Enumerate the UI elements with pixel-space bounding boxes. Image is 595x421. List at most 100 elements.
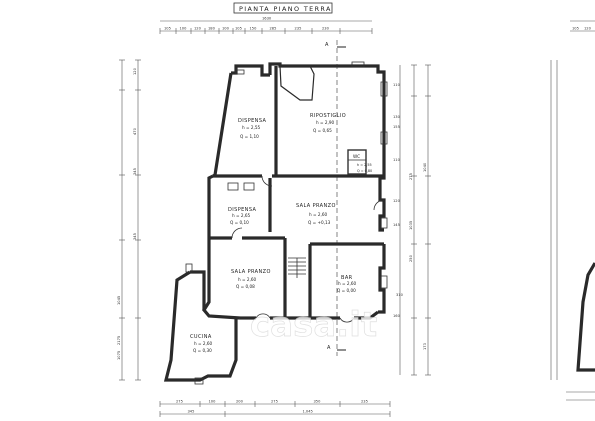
left-dim-label: 470 bbox=[133, 127, 137, 135]
window-4 bbox=[380, 275, 388, 289]
window-10 bbox=[185, 263, 193, 273]
doors bbox=[231, 175, 385, 323]
left-dim-label: 2175 bbox=[117, 336, 121, 345]
top-dim-label: 100 bbox=[222, 27, 230, 31]
wall-dispensa-left bbox=[212, 72, 233, 178]
right-dim-label: 275 bbox=[409, 173, 413, 180]
room-ripostiglio-q: Q = 0,65 bbox=[313, 128, 332, 133]
ripostiglio-alcove bbox=[279, 65, 315, 101]
bottom-dim-label: 100 bbox=[209, 400, 217, 404]
bottom-dim-label: 345 bbox=[188, 410, 195, 414]
room-dispensa-1-name: DISPENSA bbox=[238, 118, 266, 124]
right-dim-label: 145 bbox=[393, 223, 400, 227]
window-1 bbox=[380, 81, 388, 97]
right-dim-label: 120 bbox=[393, 199, 401, 203]
bottom-dim-label: 200 bbox=[236, 400, 244, 404]
building-walls bbox=[163, 62, 386, 382]
door-arc-2 bbox=[261, 175, 273, 187]
bottom-dims-group: 275 100 200 275 350 235 345 1.045 bbox=[159, 400, 391, 417]
right-dim-label: 310 bbox=[396, 293, 404, 297]
right-dim-label: 250 bbox=[409, 254, 413, 262]
room-ripostiglio-h: h = 2,90 bbox=[316, 120, 334, 125]
room-sala-pranzo-2-q: Q = 0,08 bbox=[236, 284, 255, 289]
top-dim-label: 235 bbox=[295, 27, 302, 31]
room-bar-q: Q = 0,00 bbox=[337, 288, 356, 293]
right-dim-label: 1035 bbox=[409, 221, 413, 230]
wall-cucina bbox=[163, 270, 238, 382]
plan-title: PIANTA PIANO TERRA bbox=[239, 5, 332, 13]
section-mark-top: A bbox=[325, 42, 329, 48]
top-dim-label: 150 bbox=[250, 27, 258, 31]
wall-dispensa-top bbox=[231, 64, 270, 77]
bottom-dim-label: 350 bbox=[314, 400, 322, 404]
top-dim-label: 100 bbox=[180, 27, 188, 31]
right-fragment-dim-1: 105 bbox=[572, 27, 579, 31]
top-dims-group: 105 100 120 180 100 105 150 285 235 230 bbox=[159, 27, 373, 34]
wall-bottom-c bbox=[354, 310, 379, 320]
top-dim-label: 285 bbox=[270, 27, 277, 31]
room-sala-pranzo-1-q: Q = +0,13 bbox=[308, 220, 331, 225]
door-arc-3 bbox=[255, 313, 271, 319]
right-dim-label: 130 bbox=[393, 115, 401, 119]
stairs bbox=[288, 257, 306, 278]
top-dim-label: 105 bbox=[164, 27, 171, 31]
right-fragment-wall bbox=[576, 262, 595, 372]
right-dims-group: 110 130 155 275 110 120 145 250 310 1040 1035 173 16… bbox=[393, 64, 431, 376]
room-bar-name: BAR bbox=[341, 275, 353, 281]
window-6 bbox=[243, 182, 255, 191]
section-mark-bottom: A bbox=[327, 345, 331, 351]
right-dim-label: 160 bbox=[393, 314, 401, 318]
wall-sala-left bbox=[202, 240, 241, 320]
left-dim-label: 1075 bbox=[117, 351, 121, 360]
top-dim-label: 180 bbox=[208, 27, 216, 31]
door-arc-5 bbox=[373, 199, 385, 211]
right-fragment-dim-2: 120 bbox=[584, 27, 592, 31]
top-dim-label: 105 bbox=[235, 27, 242, 31]
room-wc-q: Q = 0,80 bbox=[357, 169, 372, 173]
door-arc-1 bbox=[231, 227, 243, 239]
right-dim-label: 1040 bbox=[423, 162, 427, 172]
room-bar-h: h = 2,60 bbox=[338, 281, 356, 286]
windows bbox=[185, 61, 388, 385]
room-dispensa-1-h: h = 2,55 bbox=[242, 125, 260, 130]
window-3 bbox=[380, 217, 388, 229]
room-cucina-h: h = 2,60 bbox=[194, 341, 212, 346]
room-sala-pranzo-2-h: h = 2,60 bbox=[238, 277, 256, 282]
wall-ripostiglio-top bbox=[268, 62, 386, 96]
right-dim-label: 155 bbox=[393, 125, 400, 129]
right-dim-label: 173 bbox=[423, 343, 427, 350]
room-dispensa-1-q: Q = 1,10 bbox=[240, 134, 259, 139]
right-dim-label: 110 bbox=[393, 158, 401, 162]
room-ripostiglio-name: RIPOSTIGLIO bbox=[310, 113, 346, 119]
room-sala-pranzo-2-name: SALA PRANZO bbox=[231, 269, 271, 275]
window-5 bbox=[227, 182, 239, 191]
left-dim-label: 345 bbox=[133, 168, 137, 175]
wall-cucina-top bbox=[190, 270, 206, 310]
top-dim-label: 230 bbox=[322, 27, 330, 31]
room-dispensa-2-h: h = 2,65 bbox=[232, 213, 250, 218]
room-cucina-q: Q = 0,30 bbox=[193, 348, 212, 353]
window-8 bbox=[351, 61, 365, 68]
room-sala-pranzo-1-h: h = 2,60 bbox=[309, 212, 327, 217]
left-dim-label: 120 bbox=[133, 67, 137, 75]
room-wc-h: h = 2,55 bbox=[357, 163, 372, 167]
right-dim-label: 110 bbox=[393, 83, 401, 87]
bottom-dim-label: 235 bbox=[361, 400, 368, 404]
wall-left-middle bbox=[207, 174, 214, 240]
bottom-dim-label: 275 bbox=[176, 400, 183, 404]
room-dispensa-2-q: Q = 0,10 bbox=[230, 220, 249, 225]
bottom-dim-label: 275 bbox=[271, 400, 278, 404]
window-9 bbox=[194, 377, 204, 385]
window-7 bbox=[235, 69, 245, 75]
room-labels: DISPENSA h = 2,55 Q = 1,10 RIPOSTIGLIO h… bbox=[190, 113, 372, 353]
wall-right-upper bbox=[378, 96, 386, 232]
bottom-dim-label: 1.045 bbox=[303, 410, 313, 414]
left-dim-label: 345 bbox=[133, 233, 137, 240]
top-dim-label: 120 bbox=[194, 27, 202, 31]
wall-right-lower bbox=[378, 244, 386, 314]
room-dispensa-2-name: DISPENSA bbox=[228, 207, 256, 213]
room-cucina-name: CUCINA bbox=[190, 334, 212, 340]
